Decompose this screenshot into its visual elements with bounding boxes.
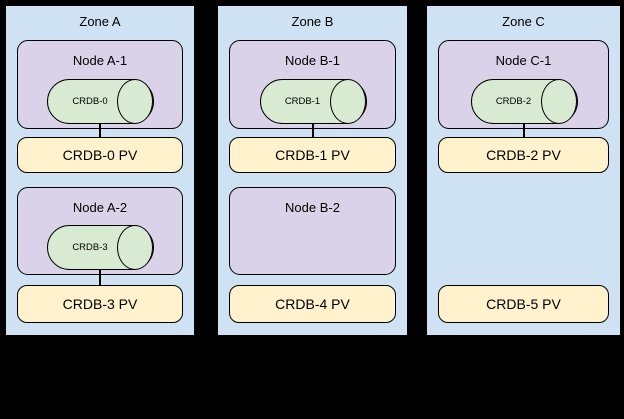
node-a2: Node A-2 CRDB-3	[17, 187, 183, 275]
cylinder-end-cap-icon	[117, 225, 153, 270]
node-c1-title: Node C-1	[495, 53, 552, 68]
crdb-2-cylinder: CRDB-2	[470, 79, 578, 124]
zone-b: Zone B Node B-1 CRDB-1 CRDB-1 PV Node B-…	[216, 4, 409, 337]
node-c1: Node C-1 CRDB-2	[438, 40, 609, 129]
crdb-4-pv-label: CRDB-4 PV	[275, 296, 350, 312]
crdb-0-pv: CRDB-0 PV	[17, 137, 183, 173]
node-a1-title: Node A-1	[72, 53, 128, 68]
crdb-5-pv-label: CRDB-5 PV	[486, 296, 561, 312]
zone-a-title: Zone A	[79, 14, 121, 29]
zone-c-title: Zone C	[502, 14, 545, 29]
crdb-5-pv: CRDB-5 PV	[438, 285, 609, 323]
crdb-1-cylinder: CRDB-1	[259, 79, 367, 124]
zone-b-title: Zone B	[291, 14, 334, 29]
crdb-0-pv-label: CRDB-0 PV	[62, 147, 138, 163]
connector-node-a1-to-pv	[99, 123, 101, 138]
crdb-0-cylinder: CRDB-0	[47, 79, 154, 124]
crdb-1-pv: CRDB-1 PV	[229, 137, 396, 173]
connector-node-c1-to-pv	[522, 123, 525, 138]
crdb-1-cylinder-label: CRDB-1	[284, 96, 321, 107]
node-a1: Node A-1 CRDB-0	[17, 40, 183, 129]
crdb-2-cylinder-label: CRDB-2	[495, 96, 532, 107]
connector-node-a2-to-pv	[99, 270, 101, 286]
node-b2-title: Node B-2	[285, 200, 340, 215]
crdb-2-pv: CRDB-2 PV	[438, 137, 609, 173]
node-a2-title: Node A-2	[72, 200, 128, 215]
connector-node-b1-to-pv	[311, 123, 314, 138]
zone-c: Zone C Node C-1 CRDB-2 CRDB-2 PV CRDB-5 …	[425, 4, 622, 337]
zone-a: Zone A Node A-1 CRDB-0 CRDB-0 PV Node A-…	[4, 4, 196, 337]
cylinder-end-cap-icon	[117, 79, 153, 124]
crdb-1-pv-label: CRDB-1 PV	[275, 147, 350, 163]
crdb-3-cylinder: CRDB-3	[47, 225, 154, 270]
crdb-4-pv: CRDB-4 PV	[229, 285, 396, 323]
crdb-2-pv-label: CRDB-2 PV	[486, 147, 561, 163]
node-b1-title: Node B-1	[285, 53, 340, 68]
crdb-3-pv: CRDB-3 PV	[17, 285, 183, 323]
cylinder-end-cap-icon	[329, 79, 366, 124]
crdb-3-pv-label: CRDB-3 PV	[62, 296, 138, 312]
crdb-0-cylinder-label: CRDB-0	[72, 96, 108, 107]
crdb-3-cylinder-label: CRDB-3	[72, 242, 108, 253]
node-b2: Node B-2	[229, 187, 396, 275]
cylinder-end-cap-icon	[540, 79, 577, 124]
node-b1: Node B-1 CRDB-1	[229, 40, 396, 129]
